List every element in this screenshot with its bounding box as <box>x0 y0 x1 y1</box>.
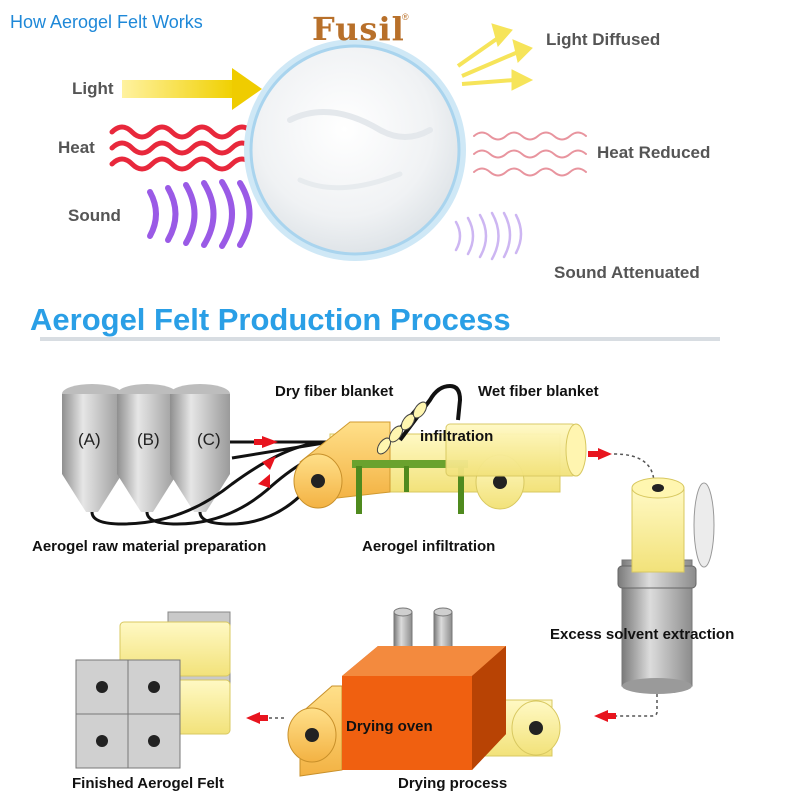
drying-station <box>287 607 561 777</box>
tank-flow-arrows <box>254 436 278 488</box>
tank-b-label: (B) <box>137 430 160 449</box>
title-underline <box>40 337 720 341</box>
light-in-arrow <box>122 68 262 110</box>
raw-material-tanks <box>62 384 230 512</box>
extraction-label: Excess solvent extraction <box>550 626 735 643</box>
finished-label: Finished Aerogel Felt <box>72 775 224 792</box>
process-title: Aerogel Felt Production Process <box>30 302 511 337</box>
to-finished-arrow <box>246 712 284 724</box>
drying-label: Drying process <box>398 775 508 792</box>
tank-a-label: (A) <box>78 430 101 449</box>
infiltration-step-label: Aerogel infiltration <box>362 538 496 555</box>
aerogel-disc <box>244 39 466 261</box>
sound-attenuated-label: Sound Attenuated <box>554 263 700 282</box>
to-extraction-arrow <box>588 448 655 485</box>
tank-c-label: (C) <box>197 430 221 449</box>
to-dryer-arrow <box>594 710 616 722</box>
light-diffused-arrows <box>456 23 534 91</box>
light-label: Light <box>72 79 114 98</box>
tank-c <box>170 384 230 512</box>
extraction-unit <box>614 477 715 717</box>
wet-blanket-label: Wet fiber blanket <box>478 383 599 400</box>
brand-logo: Fusil <box>312 10 405 48</box>
heat-reduced-label: Heat Reduced <box>597 143 711 162</box>
heat-in-waves <box>109 124 255 172</box>
light-diffused-label: Light Diffused <box>546 30 661 49</box>
page-title: How Aerogel Felt Works <box>10 12 203 32</box>
sound-attenuated-arcs <box>454 211 523 261</box>
tank-b <box>117 384 177 512</box>
infiltration-label: infiltration <box>420 428 494 445</box>
brand-registered-mark: ® <box>402 12 409 22</box>
heat-reduced-waves <box>473 131 587 177</box>
sound-label: Sound <box>68 206 121 225</box>
sound-in-arcs <box>147 179 253 249</box>
heat-label: Heat <box>58 138 95 157</box>
oven-label: Drying oven <box>346 718 433 735</box>
tank-a <box>62 384 122 512</box>
dry-blanket-label: Dry fiber blanket <box>275 383 394 400</box>
finished-felt-stack <box>75 611 231 769</box>
infiltration-station <box>293 383 587 514</box>
raw-material-label: Aerogel raw material preparation <box>32 538 267 555</box>
